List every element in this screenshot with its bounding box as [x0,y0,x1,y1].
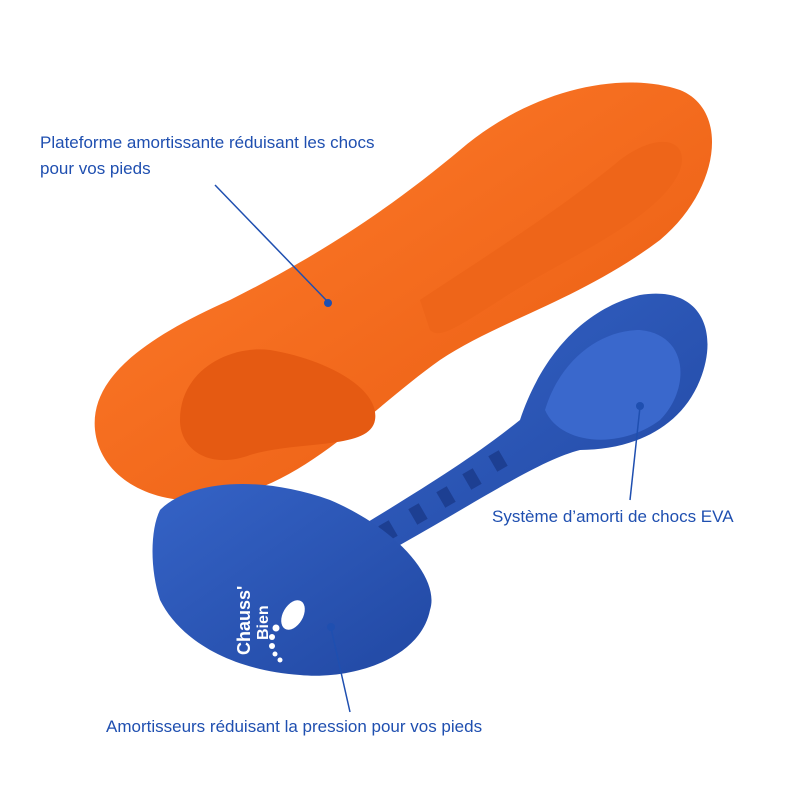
orange-insole [94,82,713,501]
brand-logo: Chauss' Bien [234,586,272,655]
callout-line-platform [214,184,329,303]
svg-text:Chauss': Chauss' [234,586,254,655]
foot-icon [269,600,305,663]
annotation-platform: Plateforme amortissante réduisant les ch… [40,133,375,178]
callout-dot-platform [324,299,332,307]
callout-dot-absorbers [327,623,335,631]
eva-insert [355,293,708,555]
annotation-absorbers: Amortisseurs réduisant la pression pour … [106,717,483,736]
callout-line-eva [629,406,641,501]
callout-line-absorbers [330,627,351,713]
annotation-eva: Système d’amorti de chocs EVA [492,507,734,526]
heel-absorber-pad [152,483,432,676]
callout-dot-eva [636,402,644,410]
svg-text:Bien: Bien [255,605,272,640]
